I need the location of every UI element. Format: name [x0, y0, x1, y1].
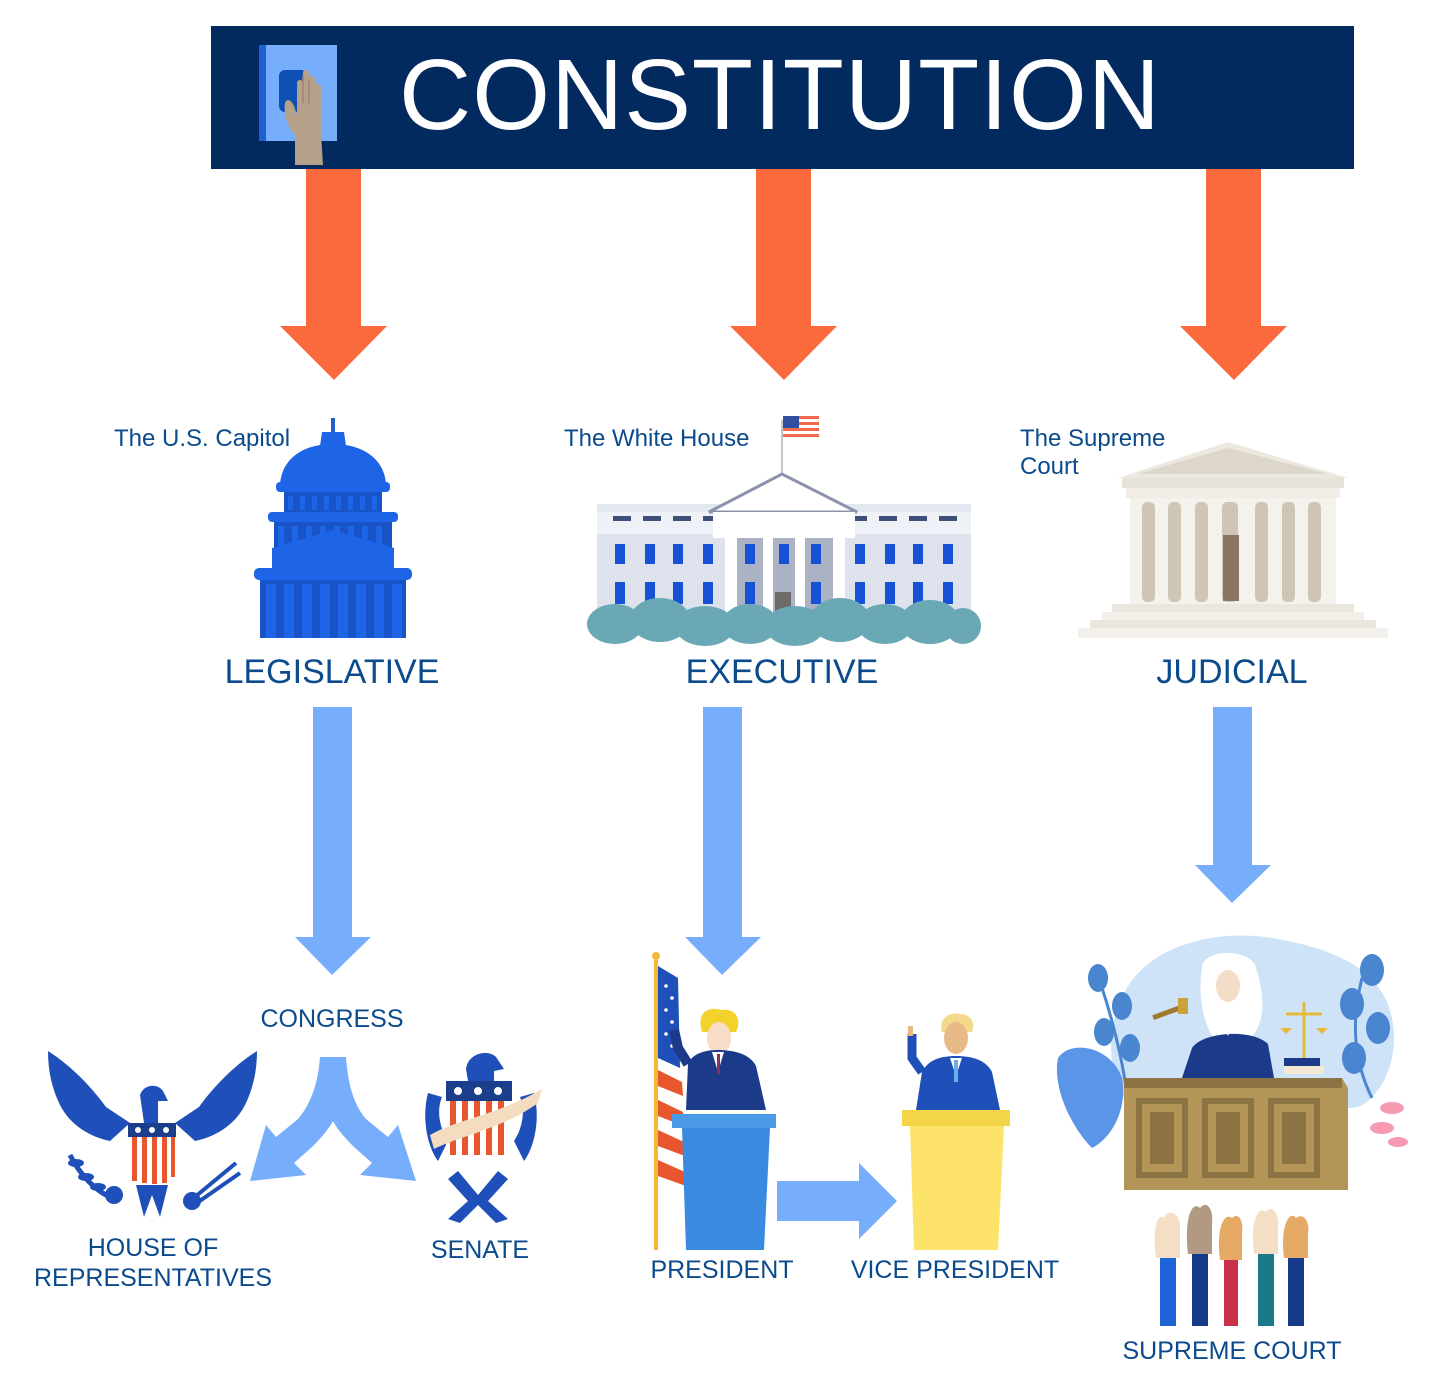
house-label-line2: REPRESENTATIVES	[33, 1264, 272, 1292]
eagle-seal-icon	[48, 1051, 257, 1217]
white-house-caption: The White House	[564, 425, 750, 452]
house-label-line1: HOUSE OF	[87, 1234, 219, 1262]
supreme-court-building-icon	[1078, 442, 1388, 638]
arrow-right-icon	[777, 1163, 897, 1239]
vice-president-podium-icon	[902, 1013, 1010, 1250]
senate-label: SENATE	[430, 1236, 530, 1264]
supreme-court-caption-line2: Court	[1020, 453, 1079, 480]
vice-president-label: VICE PRESIDENT	[850, 1256, 1060, 1284]
president-label: PRESIDENT	[650, 1256, 794, 1284]
split-arrow-icon	[250, 1057, 416, 1181]
capitol-caption: The U.S. Capitol	[114, 425, 291, 452]
congress-label: CONGRESS	[260, 1005, 404, 1033]
page-title: CONSTITUTION	[399, 39, 1161, 151]
judicial-label: JUDICIAL	[1156, 653, 1308, 691]
legislative-label: LEGISLATIVE	[224, 653, 440, 691]
arrow-down-icon	[295, 707, 371, 975]
president-podium-icon	[652, 952, 776, 1250]
capitol-building-icon	[254, 418, 412, 638]
hand-on-book-icon	[259, 43, 339, 168]
constitution-banner: CONSTITUTION	[211, 26, 1354, 169]
executive-label: EXECUTIVE	[685, 653, 879, 691]
supreme-court-label: SUPREME COURT	[1122, 1337, 1342, 1365]
white-house-icon	[587, 416, 981, 646]
arrow-down-icon	[280, 169, 387, 380]
senate-seal-icon	[425, 1053, 542, 1223]
arrow-down-icon	[730, 169, 837, 380]
arrow-down-icon	[1180, 169, 1287, 380]
judge-bench-icon	[1056, 935, 1408, 1326]
supreme-court-caption-line1: The Supreme	[1020, 425, 1166, 452]
arrow-down-icon	[685, 707, 761, 975]
arrow-down-icon	[1195, 707, 1271, 903]
